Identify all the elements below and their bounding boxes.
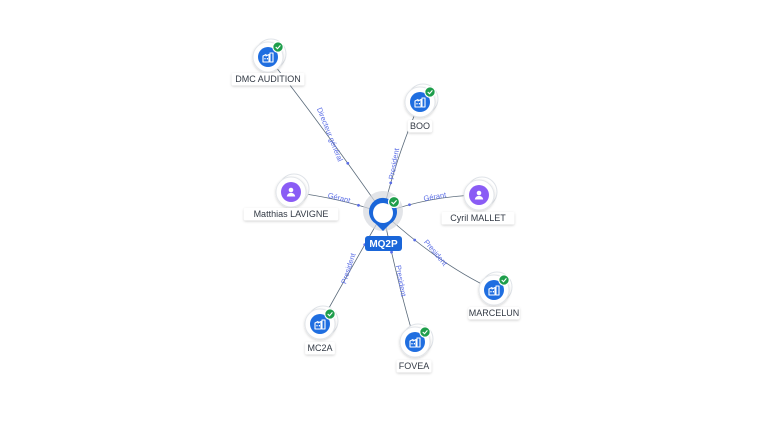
edge-label-boo: President — [387, 147, 402, 181]
edge-arrow-icon — [413, 238, 417, 242]
node-dmc[interactable] — [252, 38, 287, 73]
edge-arrow-icon — [389, 181, 393, 185]
node-boo[interactable] — [404, 83, 439, 118]
node-label-bg — [243, 208, 339, 221]
node-marcelun[interactable] — [478, 271, 513, 306]
verified-check-icon — [419, 326, 431, 338]
edge-label-dmc: Directeur général — [315, 106, 345, 163]
node-fovea[interactable] — [399, 323, 434, 358]
node-label-fovea: FOVEA — [399, 361, 430, 371]
verified-check-icon — [424, 86, 436, 98]
node-label-boo: BOO — [410, 121, 430, 131]
node-label-mc2a: MC2A — [307, 343, 332, 353]
node-label-bg — [441, 212, 515, 225]
node-label-marcelun: MARCELUN — [469, 308, 520, 318]
node-label-bg — [231, 73, 305, 86]
edge-label-cyril: Gérant — [423, 190, 448, 203]
node-matthias[interactable] — [275, 173, 310, 208]
verified-check-icon — [387, 195, 401, 209]
verified-check-icon — [324, 308, 336, 320]
edge-arrow-icon — [357, 203, 360, 207]
edge-label-fovea: President — [394, 264, 409, 298]
verified-check-icon — [498, 274, 510, 286]
node-mc2a[interactable] — [304, 305, 339, 340]
node-label-dmc: DMC AUDITION — [235, 74, 301, 84]
edge-dmc — [267, 56, 384, 214]
node-label-bg — [305, 342, 335, 355]
node-label-bg — [407, 120, 433, 133]
node-label-matthias: Matthias LAVIGNE — [254, 209, 329, 219]
center-node-mq2p[interactable]: MQ2P — [363, 191, 403, 251]
edge-label-marcelun: President — [422, 238, 450, 269]
node-label-bg — [396, 360, 432, 373]
edge-arrow-icon — [408, 203, 411, 207]
edge-label-matthias: Gérant — [327, 191, 352, 206]
center-tag — [365, 236, 402, 251]
edge-arrow-icon — [346, 161, 350, 165]
verified-check-icon — [272, 41, 284, 53]
node-label-cyril: Cyril MALLET — [450, 213, 506, 223]
edge-label-mc2a: President — [339, 251, 358, 285]
edge-arrow-icon — [390, 250, 393, 254]
node-cyril[interactable] — [463, 176, 498, 211]
nodes-layer: DMC AUDITION BOO Cyril MALLET MARCELUN FOVEA… — [231, 38, 520, 373]
node-label-bg — [468, 307, 520, 320]
center-label: MQ2P — [369, 239, 398, 250]
